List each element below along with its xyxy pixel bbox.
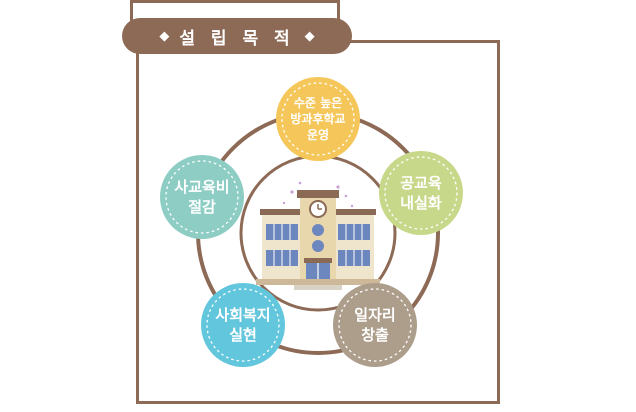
goal-label-bottom-left: 사회복지 실현 [215,305,271,344]
goal-circle-right [379,151,463,235]
section-title-badge: ◆ 설 립 목 적 ◆ [122,18,352,54]
diamond-left-icon: ◆ [159,28,170,44]
goal-circle-bottom-right [333,283,417,367]
goal-label-bottom-right: 일자리 창출 [354,305,396,344]
goal-circle-top [276,77,360,161]
school-building-icon [256,181,380,290]
goal-label-left: 사교육비 절감 [174,177,230,216]
goal-label-right: 공교육 내실화 [400,173,442,212]
goal-circle-bottom-left [201,283,285,367]
diamond-right-icon: ◆ [304,28,315,44]
goal-circle-left [160,155,244,239]
goal-label-top: 수준 높은 방과후학교 운영 [290,95,346,143]
section-title: 설 립 목 적 [179,28,295,49]
